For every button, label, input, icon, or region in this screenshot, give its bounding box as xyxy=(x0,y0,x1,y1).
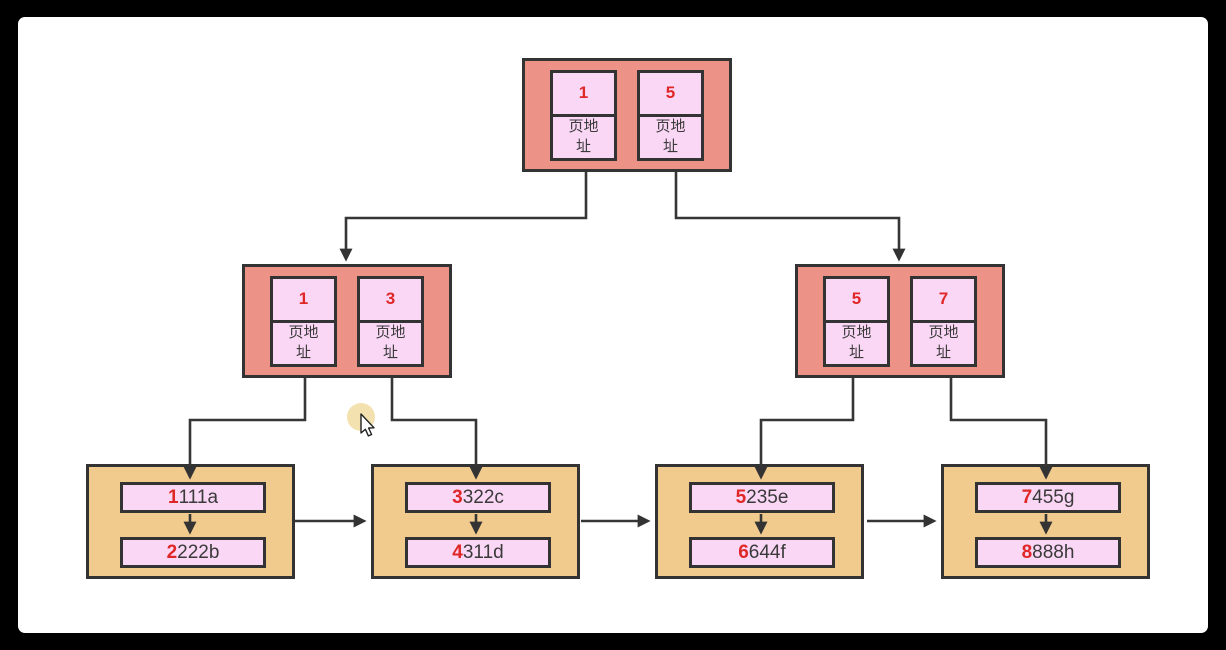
page-address-label: 页地址 xyxy=(841,323,872,361)
record-key: 1 xyxy=(167,486,179,508)
index-cell: 3 页地址 xyxy=(357,275,424,367)
index-key: 5 xyxy=(826,279,887,323)
record-value: 111a xyxy=(178,486,219,508)
record-value: 311d xyxy=(462,541,504,563)
record-key: 6 xyxy=(738,541,749,563)
record-key: 5 xyxy=(735,486,747,508)
record-value: 235e xyxy=(746,486,789,508)
page-address-label: 页地址 xyxy=(655,117,686,155)
record-value: 888h xyxy=(1032,541,1075,563)
page-address-label: 页地址 xyxy=(568,117,599,155)
btree-root-node: 1 页地址 5 页地址 xyxy=(522,58,732,172)
index-key: 7 xyxy=(913,279,974,323)
index-key: 3 xyxy=(360,279,421,323)
index-cell: 5 页地址 xyxy=(823,275,890,367)
page-address-label: 页地址 xyxy=(375,323,406,361)
record-value: 222b xyxy=(177,541,220,563)
index-cell: 1 页地址 xyxy=(270,275,337,367)
btree-internal-node-left: 1 页地址 3 页地址 xyxy=(242,264,452,378)
record-key: 3 xyxy=(452,486,463,508)
btree-internal-node-right: 5 页地址 7 页地址 xyxy=(795,264,1005,378)
record-value: 455g xyxy=(1032,486,1075,508)
index-cell: 5 页地址 xyxy=(637,69,704,161)
record-value: 322c xyxy=(462,486,504,508)
record-key: 2 xyxy=(166,541,178,563)
index-cell: 1 页地址 xyxy=(550,69,617,161)
record-value: 644f xyxy=(748,541,786,563)
index-key: 1 xyxy=(553,73,614,117)
record-key: 7 xyxy=(1021,486,1033,508)
index-key: 5 xyxy=(640,73,701,117)
record-key: 4 xyxy=(452,541,463,563)
index-key: 1 xyxy=(273,279,334,323)
page-address-label: 页地址 xyxy=(928,323,959,361)
index-cell: 7 页地址 xyxy=(910,275,977,367)
record-key: 8 xyxy=(1021,541,1033,563)
page-address-label: 页地址 xyxy=(288,323,319,361)
